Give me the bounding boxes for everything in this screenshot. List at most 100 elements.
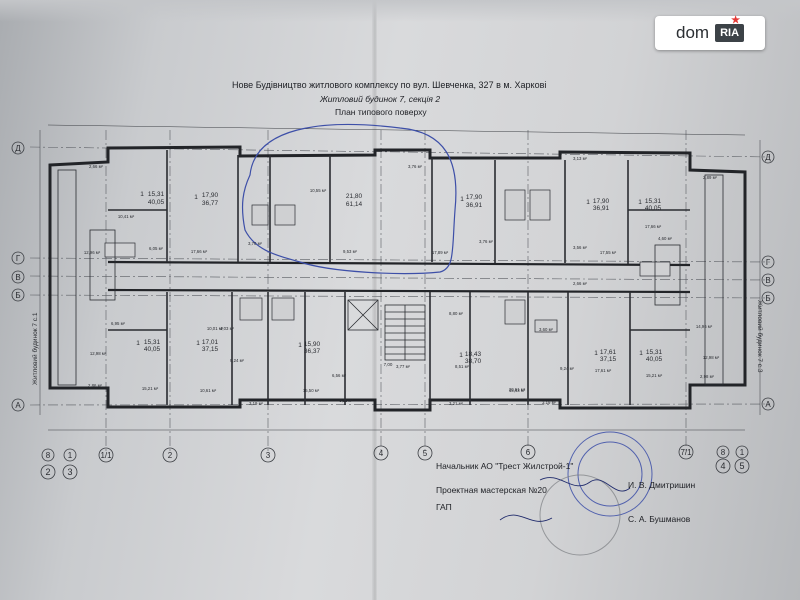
wall-segment — [57, 169, 77, 386]
paper-shadow — [0, 0, 800, 22]
apartment-area: 36,77 — [202, 200, 219, 207]
document-title: Нове Будівництво житлового комплексу по … — [232, 80, 547, 90]
signature-name-1: И. В. Дмитришин — [628, 480, 696, 490]
apartment-area: 37,15 — [202, 346, 219, 353]
bathroom-block — [239, 297, 263, 321]
axis-label: Д — [15, 144, 21, 153]
room-area: 3,77 м² — [396, 364, 411, 369]
room-area: 12,98 м² — [90, 351, 107, 356]
signature-title-1: Начальник АО "Трест Жилстрой-1" — [436, 461, 574, 471]
apartment-rooms: 1 — [460, 196, 464, 203]
axis-line-d — [29, 146, 771, 158]
dom-ria-logo[interactable]: dom ★RIA — [655, 15, 765, 50]
apartment-area: 15,90 — [304, 341, 321, 348]
room-area: 15,21 м² — [646, 373, 663, 378]
room-area: 3,60 м² — [539, 327, 554, 332]
axis-marker-b-left — [11, 288, 25, 302]
axis-label: Б — [15, 291, 20, 300]
room-area: 10,61 м² — [200, 388, 217, 393]
room-area: 3,19 м² — [542, 400, 557, 405]
bathroom-block — [251, 204, 269, 226]
apartment-rooms: 1 — [298, 342, 302, 349]
axis-marker-col — [715, 458, 731, 474]
axis-marker-a-right — [761, 397, 775, 411]
apartment-rooms: 1 — [638, 199, 642, 206]
apartment-rooms: 1 — [639, 350, 643, 357]
building-subtitle: Житловий будинок 7, секція 2 — [320, 94, 441, 104]
axis-label: 5 — [739, 461, 744, 471]
room-area: 8,51 м² — [455, 364, 470, 369]
room-area: 9,24 м² — [560, 366, 575, 371]
room-area: 20,61 м² — [509, 387, 526, 392]
apartment-area: 38,70 — [465, 358, 482, 365]
axis-label: В — [765, 276, 770, 285]
bathroom-block — [271, 297, 295, 321]
room-area: 10,41 м² — [118, 214, 135, 219]
room-area: 4,03 м² — [220, 326, 235, 331]
axis-label: 2 — [168, 451, 173, 460]
room-area: 3,19 м² — [249, 401, 264, 406]
elevator-shaft — [347, 299, 379, 331]
axis-label: А — [15, 401, 21, 410]
axis-marker-col — [734, 458, 750, 474]
room-area: 17,66 м² — [191, 249, 208, 254]
axis-label: 5 — [423, 449, 428, 458]
apartment-area: 15,31 — [645, 198, 662, 205]
apartment-area: 17,90 — [593, 198, 610, 205]
apartment-rooms: 1 — [459, 352, 463, 359]
apartment-labels-top: 1 15,31 40,05 1 17,90 36,77 21,80 61,14 … — [140, 191, 661, 212]
apartment-rooms: 1 — [136, 340, 140, 347]
star-icon: ★ — [731, 15, 741, 26]
room-area: 10,55 м² — [310, 188, 327, 193]
end-stair-left — [57, 169, 724, 386]
apartment-area: 17,90 — [202, 192, 219, 199]
axis-marker-col — [63, 448, 77, 462]
apartment-area: 18,43 — [465, 351, 482, 358]
apartment-area: 40,05 — [645, 205, 662, 212]
room-area: 17,61 м² — [595, 368, 612, 373]
axis-marker-col — [62, 464, 78, 480]
axis-label: 1 — [68, 451, 73, 460]
room-area: 2,98 м² — [700, 374, 715, 379]
axis-marker-col — [162, 447, 178, 463]
axis-marker-v-left — [11, 270, 25, 284]
apartment-area: 40,05 — [144, 346, 161, 353]
axis-label: 7/1 — [680, 448, 692, 457]
apartment-area: 15,31 — [148, 191, 165, 198]
apartment-area: 40,05 — [148, 199, 165, 206]
room-area: 12,96 м² — [84, 250, 101, 255]
axis-marker-col — [678, 444, 694, 460]
hand-drawn-highlight — [241, 123, 457, 275]
axis-marker-col — [260, 447, 276, 463]
axis-label: Б — [765, 294, 770, 303]
axis-label: А — [765, 400, 771, 409]
axis-marker-v-right — [761, 273, 775, 287]
partitions — [108, 150, 690, 405]
room-area: 3,21 м² — [449, 401, 464, 406]
axis-label: 8 — [721, 448, 726, 457]
axis-label: 3 — [67, 467, 72, 477]
stamp-inner-ring — [577, 441, 643, 507]
axis-line-b — [29, 294, 771, 299]
room-area: 2,86 м² — [88, 383, 103, 388]
axis-label: Г — [766, 258, 771, 267]
axis-marker-d-right — [761, 150, 775, 164]
apartment-area: 37,15 — [600, 356, 617, 363]
apartment-area: 40,05 — [646, 356, 663, 363]
room-area: 3,11 м² — [339, 398, 353, 403]
axis-label: 3 — [266, 451, 271, 460]
apartment-rooms: 1 — [194, 194, 198, 201]
bathroom-block — [504, 189, 526, 221]
axis-line-g — [29, 257, 771, 263]
dimension-lines — [39, 124, 761, 431]
bathrooms — [104, 189, 671, 333]
apartment-area: 36,91 — [466, 202, 483, 209]
room-area: 14,96 м² — [696, 324, 713, 329]
axis-marker-col — [98, 447, 114, 463]
corridor-walls — [107, 260, 691, 294]
room-area: 17,55 м² — [600, 250, 617, 255]
axis-label: В — [15, 273, 20, 282]
dimension-line — [47, 124, 746, 136]
